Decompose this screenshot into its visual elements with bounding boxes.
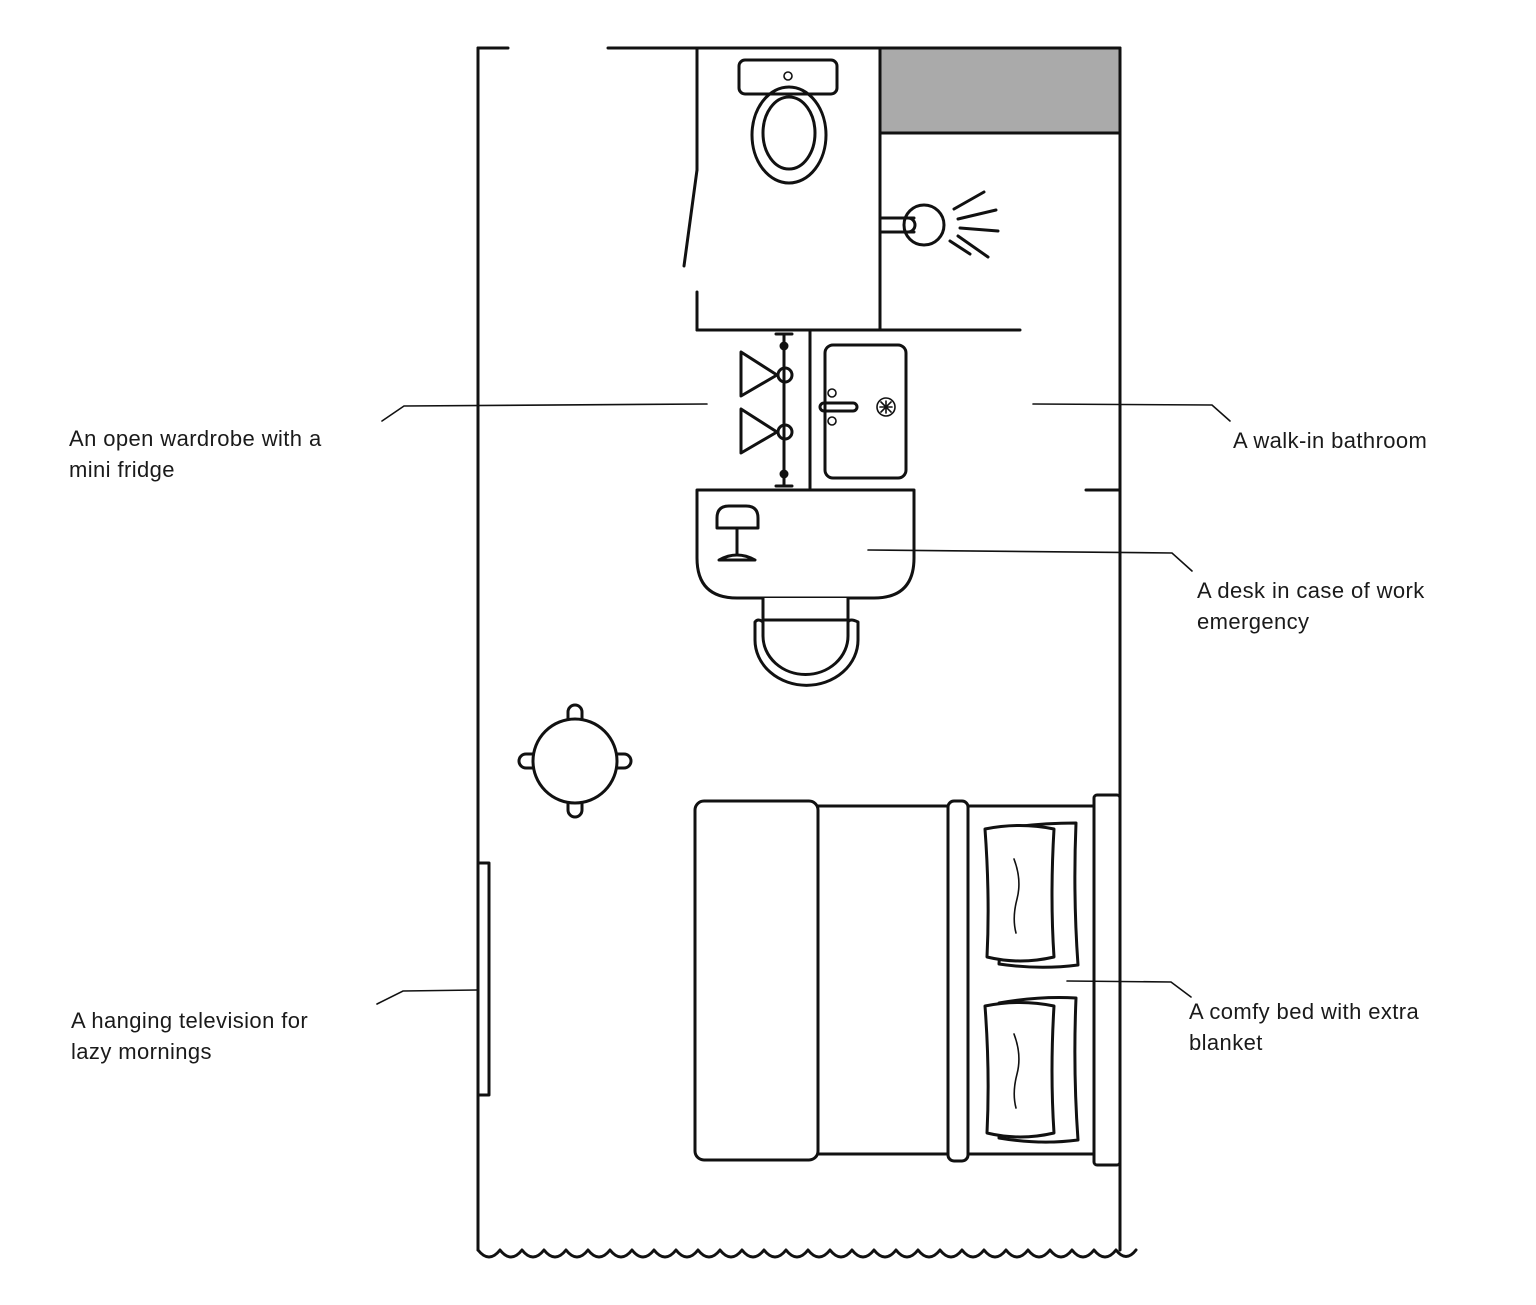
label-line: A hanging television for bbox=[71, 1008, 309, 1033]
bathroom-leader bbox=[1032, 403, 1231, 422]
bed-icon bbox=[693, 793, 1122, 1167]
label-line: lazy mornings bbox=[71, 1039, 212, 1064]
bathroom bbox=[682, 46, 1122, 492]
label-desk: A desk in case of work emergency bbox=[1197, 575, 1425, 637]
round-table-icon bbox=[517, 703, 633, 819]
label-line: A desk in case of work bbox=[1197, 578, 1425, 603]
lamp-icon bbox=[715, 504, 760, 562]
label-television: A hanging television for lazy mornings bbox=[71, 1005, 308, 1067]
label-line: emergency bbox=[1197, 609, 1310, 634]
label-line: A walk-in bathroom bbox=[1233, 428, 1428, 453]
pillow-icon bbox=[983, 996, 1080, 1144]
label-bed: A comfy bed with extra blanket bbox=[1189, 996, 1419, 1058]
television-leader bbox=[376, 989, 478, 1005]
wardrobe-icon bbox=[739, 332, 794, 488]
hanger-icon bbox=[739, 350, 794, 398]
cut-edge bbox=[476, 1248, 1138, 1259]
shower-area bbox=[881, 49, 1119, 133]
wardrobe-leader bbox=[381, 403, 708, 422]
toilet-icon bbox=[737, 58, 839, 185]
desk-icon bbox=[695, 488, 916, 687]
callout-lines bbox=[376, 403, 1231, 1005]
hanger-icon bbox=[739, 407, 794, 455]
desk-leader bbox=[867, 549, 1193, 572]
sink-icon bbox=[808, 328, 908, 490]
label-bathroom: A walk-in bathroom bbox=[1233, 425, 1427, 456]
label-line: mini fridge bbox=[69, 457, 175, 482]
label-line: blanket bbox=[1189, 1030, 1263, 1055]
bed-leader bbox=[1066, 980, 1192, 998]
label-line: An open wardrobe with a bbox=[69, 426, 322, 451]
chair-icon bbox=[753, 598, 860, 687]
label-wardrobe: An open wardrobe with a mini fridge bbox=[69, 423, 322, 485]
television-icon bbox=[476, 861, 491, 1097]
label-line: A comfy bed with extra bbox=[1189, 999, 1420, 1024]
pillow-icon bbox=[983, 821, 1080, 969]
shower-head-icon bbox=[879, 190, 1000, 259]
